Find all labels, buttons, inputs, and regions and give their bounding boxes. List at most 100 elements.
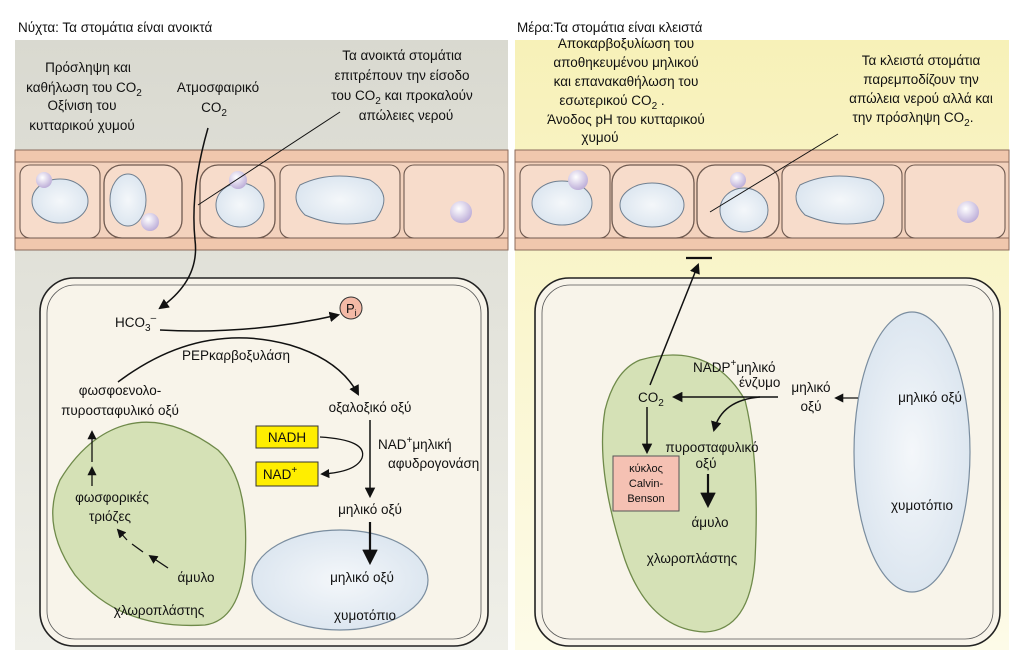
pep-line-2: πυροσταφυλικό οξύ [61, 403, 179, 418]
closed-note-tail: . [970, 110, 974, 125]
pyruvate-line-1: πυροσταφυλικό [665, 440, 758, 455]
nad-label: NAD [263, 467, 292, 482]
atm-co2-sub: 2 [221, 108, 227, 119]
night-panel: Νύχτα: Τα στομάτια είναι ανοικτά [14, 20, 509, 650]
malate-dh-line-1: NAD [378, 437, 407, 452]
uptake-line-2: καθήλωση του CO [26, 80, 136, 95]
atm-co2-line-1: Ατμοσφαιρικό [177, 80, 259, 95]
hco3-sub: 3 [145, 323, 151, 334]
night-epidermis [14, 149, 509, 251]
calvin-line-3: Benson [627, 493, 664, 505]
uptake-line-4: κυτταρικού χυμού [29, 118, 134, 133]
nadh-box [255, 425, 319, 449]
pep-to-oaa-arrow [117, 337, 359, 396]
open-note-line-3b: και προκαλούν [381, 88, 473, 103]
day-chloroplast-label: χλωροπλάστης [647, 551, 738, 566]
nadp-line-1: NADP [693, 360, 731, 375]
closed-note-line-3: απώλεια νερού αλλά και [849, 91, 993, 106]
nad-box [255, 461, 319, 487]
decarb-line-2: αποθηκευμένου μηλικού [553, 55, 698, 70]
malic-cyto-line-2: οξύ [801, 399, 822, 414]
svg-text:εσωτερικού CO2 .: εσωτερικού CO2 . [559, 93, 664, 112]
triose-line-1: φωσφορικές [75, 490, 149, 505]
open-note-pointer [197, 111, 341, 206]
day-vacuole [853, 311, 971, 593]
malic-acid-vacuole-label: μηλικό οξύ [330, 570, 394, 585]
decarb-line-6: χυμού [581, 130, 618, 145]
malate-dh-sup: + [407, 435, 413, 446]
decarb-tail: . [657, 93, 665, 108]
day-co2-sub: 2 [658, 398, 664, 409]
svg-text:NADP+μηλικό: NADP+μηλικό [693, 358, 776, 375]
uptake-sub: 2 [136, 88, 142, 99]
night-vacuole-label: χυμοτόπιο [334, 608, 396, 623]
hco3-to-pi-arrow [159, 311, 341, 332]
closed-note-pointer [709, 133, 839, 213]
day-panel: Μέρα:Τα στομάτια είναι κλειστά [514, 20, 1010, 650]
hco3-sup: – [151, 313, 157, 324]
uptake-line-1: Πρόσληψη και [45, 60, 131, 75]
open-note-line-2: επιτρέπουν την είσοδο [334, 68, 469, 83]
nadh-label: NADH [268, 430, 306, 445]
open-note-line-3a: του CO [331, 88, 375, 103]
starch-arrow-1 [148, 554, 169, 569]
day-starch-label: άμυλο [691, 515, 728, 530]
svg-text:NAD+μηλική: NAD+μηλική [378, 435, 452, 452]
decarb-sub: 2 [652, 101, 658, 112]
oxaloacetate-label: οξαλοξικό οξύ [329, 400, 412, 415]
night-chloroplast [52, 421, 247, 627]
malate-dh-line-2: αφυδρογονάση [388, 456, 479, 471]
closed-note-line-1: Τα κλειστά στομάτια [862, 53, 981, 68]
pyruvate-line-2: οξύ [696, 456, 717, 471]
malic-cyto-line-1: μηλικό [791, 380, 830, 395]
closed-note-line-2: παρεμποδίζουν την [863, 72, 979, 87]
calvin-line-1: κύκλος [629, 463, 663, 475]
hco3-label: HCO [115, 315, 145, 330]
nad-sup: + [291, 465, 297, 476]
starch-arrow-2 [116, 528, 128, 541]
night-title: Νύχτα: Τα στομάτια είναι ανοικτά [18, 20, 212, 35]
nadp-sup: + [731, 358, 737, 369]
day-title: Μέρα:Τα στομάτια είναι κλειστά [517, 20, 703, 35]
pi-label: P [346, 301, 355, 316]
closed-note-line-4: την πρόσληψη CO [853, 110, 965, 125]
svg-text:Pi: Pi [346, 301, 357, 318]
day-epidermis [514, 149, 1010, 251]
closed-note-sub: 2 [964, 118, 970, 129]
nadp-line-1b: μηλικό [736, 360, 775, 375]
pep-line-1: φωσφοενολο- [79, 383, 161, 398]
calvin-line-2: Calvin- [629, 478, 664, 490]
co2-blocked-arrow [649, 263, 700, 386]
decarb-line-3: και επανακαθήλωση του [554, 74, 699, 89]
co2-entry-arrow [158, 127, 209, 310]
night-starch-label: άμυλο [177, 570, 214, 585]
malate-to-pyruvate-arrow [711, 396, 761, 433]
uptake-line-3: Οξίνιση του [48, 98, 117, 113]
pi-circle [339, 296, 363, 320]
day-malic-vacuole-label: μηλικό οξύ [898, 390, 962, 405]
svg-text:καθήλωση του CO2: καθήλωση του CO2 [26, 80, 142, 99]
open-note-line-1: Τα ανοικτά στομάτια [342, 48, 462, 63]
decarb-line-1: Αποκαρβοξυλίωση του [558, 36, 694, 51]
pi-sub: i [355, 308, 357, 318]
malic-acid-label: μηλικό οξύ [338, 502, 402, 517]
decarb-line-5: Άνοδος pH του κυτταρικού [547, 112, 705, 127]
svg-text:την πρόσληψη CO2.: την πρόσληψη CO2. [853, 110, 974, 129]
svg-text:NAD+: NAD+ [263, 465, 298, 482]
svg-text:CO2: CO2 [201, 100, 227, 119]
svg-text:CO2: CO2 [638, 390, 664, 409]
night-chloroplast-label: χλωροπλάστης [114, 603, 205, 618]
atm-co2-line-2: CO [201, 100, 221, 115]
decarb-line-4: εσωτερικού CO [559, 93, 651, 108]
night-vacuole [251, 529, 429, 631]
nadh-to-nad-arrow [319, 436, 364, 479]
open-note-line-4: απώλειες νερού [359, 108, 454, 123]
pep-carboxylase-label: PEPκαρβοξυλάση [182, 348, 290, 363]
svg-text:του CO2 και προκαλούν: του CO2 και προκαλούν [331, 88, 473, 107]
svg-text:HCO3–: HCO3– [115, 313, 157, 334]
calvin-box [612, 455, 680, 512]
day-vacuole-label: χυμοτόπιο [891, 498, 953, 513]
day-co2-label: CO [638, 390, 658, 405]
open-note-sub: 2 [375, 96, 381, 107]
